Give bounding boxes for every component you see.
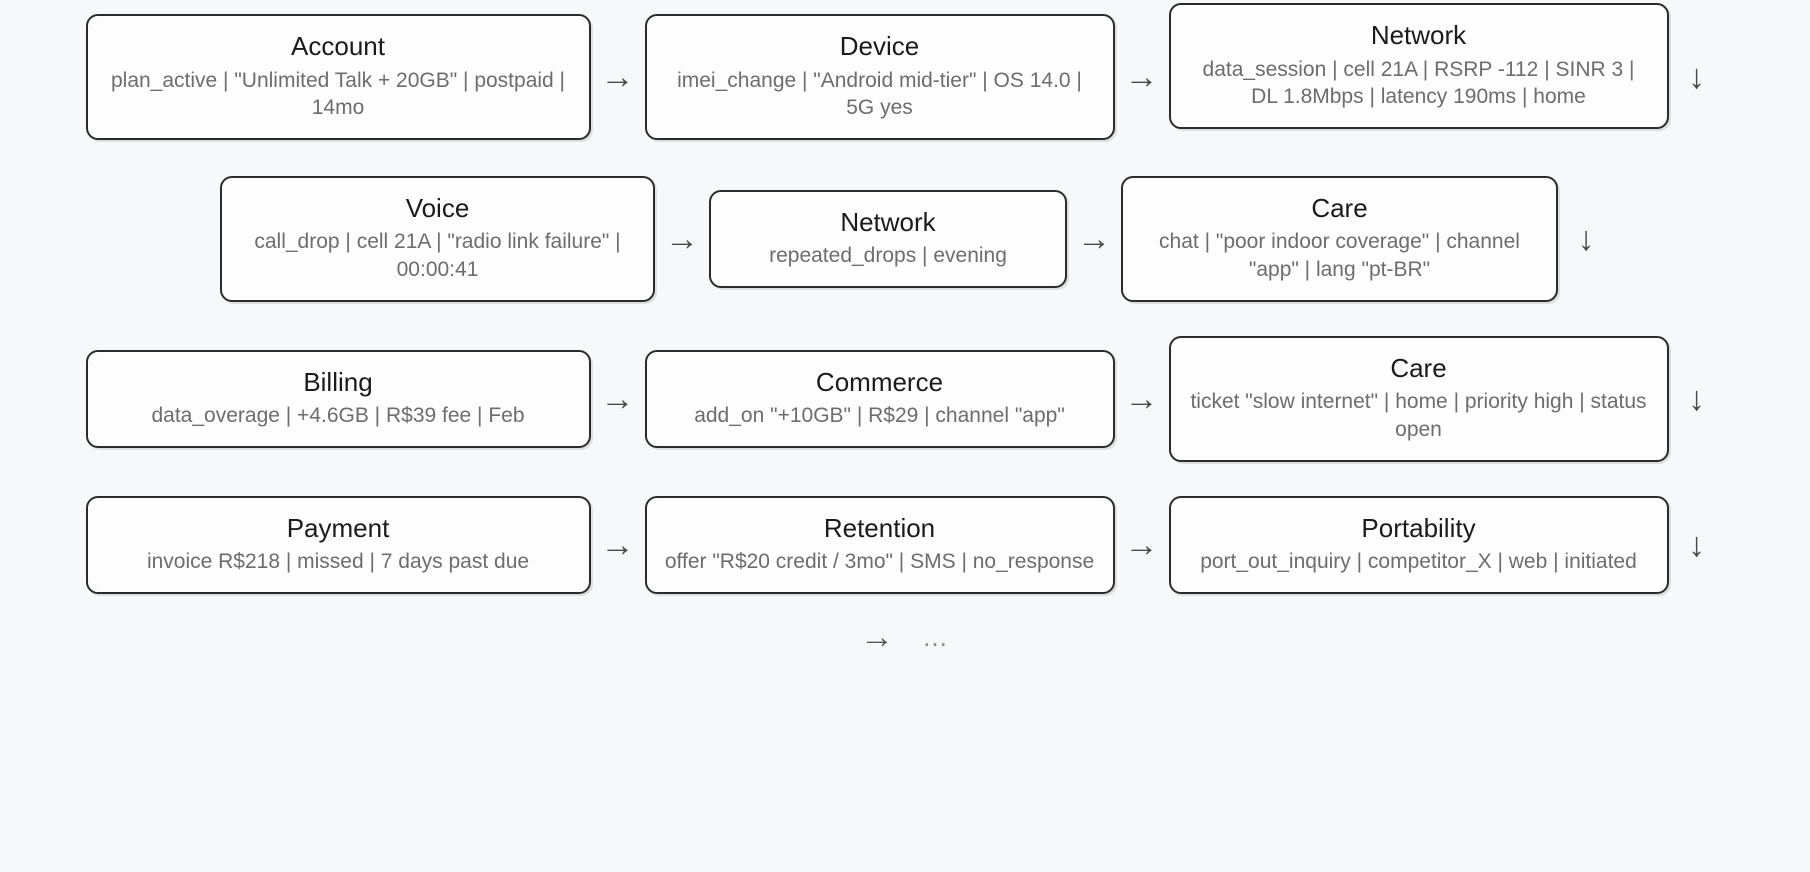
arrow-right-icon: →	[1124, 525, 1159, 564]
card-body: imei_change | "Android mid-tier" | OS 14…	[677, 68, 1082, 120]
event-card-care-ticket[interactable]: Care ticket "slow internet" | home | pri…	[1168, 335, 1669, 462]
arrow-down-icon: ↓	[1577, 219, 1595, 258]
card-title: Care	[1311, 192, 1368, 223]
ellipsis-icon: …	[922, 622, 950, 653]
sequence-row-2: Voice call_drop | cell 21A | "radio link…	[0, 175, 1810, 302]
event-card-device[interactable]: Device imei_change | "Android mid-tier" …	[644, 14, 1115, 140]
card-title: Billing	[303, 366, 373, 397]
event-card-billing[interactable]: Billing data_overage | +4.6GB | R$39 fee…	[85, 349, 591, 448]
sequence-row-4: Payment invoice R$218 | missed | 7 days …	[0, 495, 1810, 595]
arrow-down-icon: ↓	[1688, 525, 1705, 564]
card-body: offer "R$20 credit / 3mo" | SMS | no_res…	[664, 550, 1095, 574]
arrow-down-icon: ↓	[1688, 57, 1705, 96]
arrow-right-icon: →	[600, 379, 635, 418]
arrow-right-icon: →	[1124, 57, 1159, 96]
event-card-network[interactable]: Network data_session | cell 21A | RSRP -…	[1168, 3, 1669, 129]
card-title: Account	[291, 31, 385, 61]
card-title: Portability	[1361, 512, 1476, 543]
arrow-right-icon: →	[665, 219, 699, 258]
event-card-payment[interactable]: Payment invoice R$218 | missed | 7 days …	[85, 495, 591, 595]
arrow-right-icon: →	[1077, 219, 1111, 258]
card-body: data_session | cell 21A | RSRP -112 | SI…	[1202, 57, 1635, 109]
arrow-right-icon: →	[860, 618, 894, 657]
sequence-row-3: Billing data_overage | +4.6GB | R$39 fee…	[0, 335, 1810, 462]
card-title: Payment	[286, 512, 390, 543]
event-card-commerce[interactable]: Commerce add_on "+10GB" | R$29 | channel…	[644, 349, 1115, 448]
card-body: call_drop | cell 21A | "radio link failu…	[254, 230, 621, 282]
arrow-right-icon: →	[600, 57, 635, 96]
card-body: invoice R$218 | missed | 7 days past due	[146, 550, 530, 574]
sequence-continuation: → …	[0, 620, 1810, 654]
event-card-retention[interactable]: Retention offer "R$20 credit / 3mo" | SM…	[644, 495, 1115, 595]
card-title: Device	[839, 31, 920, 61]
event-card-portability[interactable]: Portability port_out_inquiry | competito…	[1168, 495, 1669, 595]
card-title: Commerce	[815, 366, 944, 397]
sequence-row-1: Account plan_active | "Unlimited Talk + …	[0, 3, 1810, 140]
event-card-account[interactable]: Account plan_active | "Unlimited Talk + …	[85, 14, 591, 140]
event-card-network-repeated-drops[interactable]: Network repeated_drops | evening	[709, 189, 1067, 289]
card-body: ticket "slow internet" | home | priority…	[1190, 390, 1647, 442]
arrow-right-icon: →	[600, 525, 635, 564]
card-title: Care	[1390, 352, 1447, 383]
card-body: plan_active | "Unlimited Talk + 20GB" | …	[110, 68, 566, 120]
card-title: Network	[1370, 20, 1467, 50]
event-card-voice[interactable]: Voice call_drop | cell 21A | "radio link…	[220, 175, 655, 302]
card-body: data_overage | +4.6GB | R$39 fee | Feb	[151, 404, 525, 428]
card-title: Network	[840, 206, 936, 237]
event-card-care-chat[interactable]: Care chat | "poor indoor coverage" | cha…	[1121, 175, 1558, 302]
card-title: Voice	[405, 192, 470, 223]
card-body: repeated_drops | evening	[769, 244, 1007, 268]
card-title: Retention	[823, 512, 936, 543]
arrow-down-icon: ↓	[1688, 379, 1705, 418]
card-body: chat | "poor indoor coverage" | channel …	[1159, 230, 1520, 282]
arrow-right-icon: →	[1124, 379, 1159, 418]
card-body: add_on "+10GB" | R$29 | channel "app"	[694, 404, 1065, 428]
card-body: port_out_inquiry | competitor_X | web | …	[1200, 550, 1637, 574]
